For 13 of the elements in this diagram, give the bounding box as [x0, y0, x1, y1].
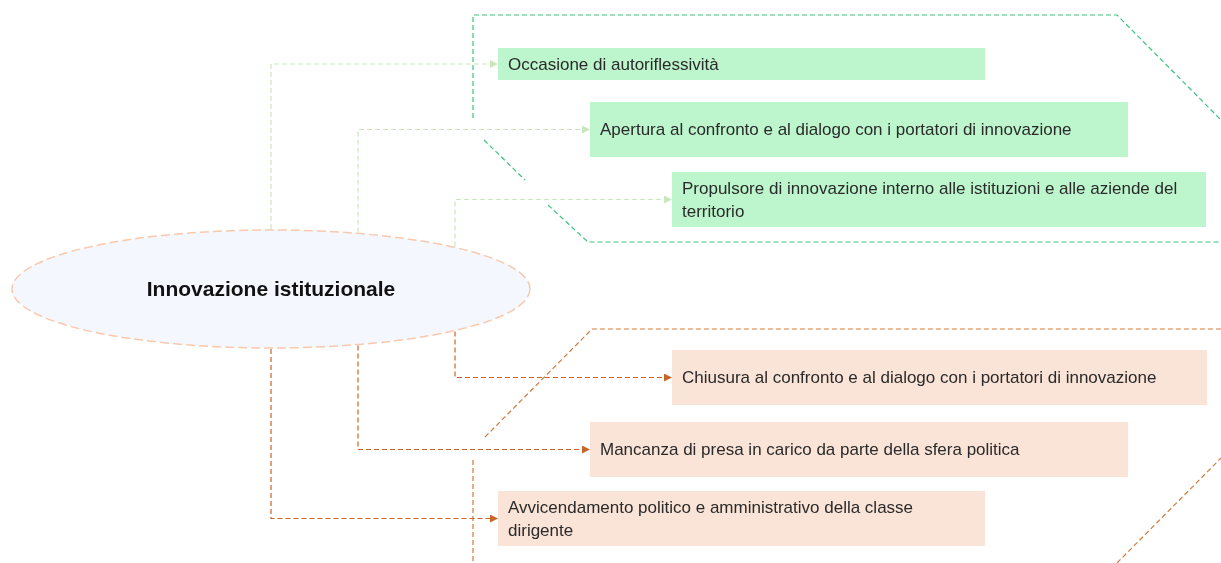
text-box: Mancanza di presa in carico da parte della sfera politica	[590, 422, 1128, 477]
arrow	[270, 60, 498, 230]
text-box: Occasione di autoriflessività	[498, 48, 985, 80]
arrow	[357, 125, 590, 234]
arrow	[357, 344, 590, 454]
arrow	[454, 195, 672, 248]
text-box: Avvicendamento politico e amministrativo della classe dirigente	[498, 491, 985, 546]
text-box: Propulsore di innovazione interno alle istituzioni e alle aziende del territorio	[672, 172, 1206, 227]
text-box: Chiusura al confronto e al dialogo con i portatori di innovazione	[672, 350, 1207, 405]
arrow	[454, 330, 672, 382]
node-title: Innovazione istituzionale	[146, 277, 396, 301]
text-box: Apertura al confronto e al dialogo con i portatori di innovazione	[590, 102, 1128, 157]
arrow	[270, 348, 498, 523]
